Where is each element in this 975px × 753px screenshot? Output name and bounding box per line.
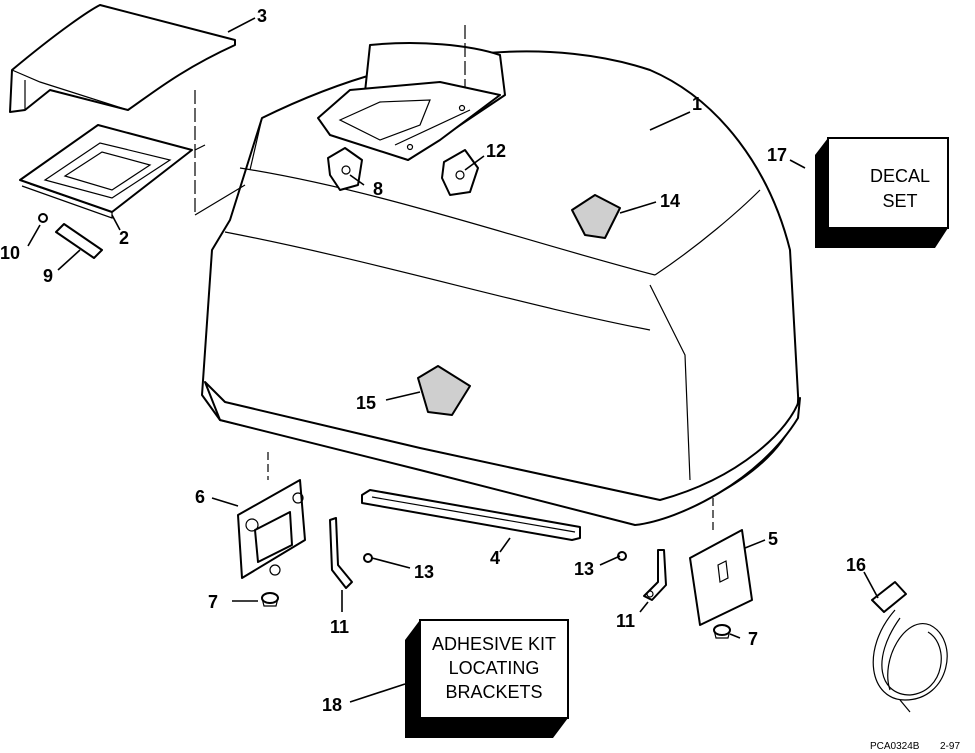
cable-part-16: [871, 581, 948, 713]
screw-part-13-left: [363, 553, 373, 563]
engine-cover: [201, 42, 801, 526]
plate-part-5: [689, 529, 753, 626]
callout-12: 12: [486, 141, 506, 161]
callout-1: 1: [692, 94, 702, 114]
grille-gasket: [19, 124, 193, 219]
seal-strip-part-4: [361, 489, 581, 541]
callout-13-right: 13: [574, 559, 594, 579]
callout-7-right: 7: [748, 629, 758, 649]
l-bracket-part-11-left: [329, 517, 353, 589]
pad-part-14: [571, 194, 621, 239]
adhesive-box-line2: LOCATING: [449, 658, 540, 678]
callout-16: 16: [846, 555, 866, 575]
pin-part-9: [55, 223, 103, 259]
callout-3: 3: [257, 6, 267, 26]
callout-10: 10: [0, 243, 20, 263]
callout-5: 5: [768, 529, 778, 549]
drawing-code: PCA0324B: [870, 741, 920, 752]
drawing-date: 2-97: [940, 741, 960, 752]
guide-lines: [27, 17, 879, 703]
callout-15: 15: [356, 393, 376, 413]
top-cover: [9, 4, 236, 113]
decal-box-line1: DECAL: [870, 166, 930, 186]
l-bracket-part-11-right: [643, 549, 667, 601]
callout-11-left: 11: [330, 617, 349, 637]
latch-part-8: [327, 147, 363, 191]
decal-box-line2: SET: [882, 191, 917, 211]
callout-2: 2: [119, 228, 129, 248]
callout-17: 17: [767, 145, 787, 165]
fitting-part-7-right: [713, 624, 731, 639]
callout-labels: 1 2 3 4 5 6 7 7 8 9 10 11 11 12 13 13 14…: [0, 6, 866, 715]
callout-7-left: 7: [208, 592, 218, 612]
callout-4: 4: [490, 548, 500, 568]
bracket-part-6: [237, 479, 306, 579]
footer-code: PCA0324B 2-97: [870, 741, 960, 752]
pad-part-15: [417, 365, 471, 416]
adhesive-kit-box: ADHESIVE KIT LOCATING BRACKETS: [405, 619, 569, 738]
callout-11-right: 11: [616, 611, 635, 631]
decal-set-box: DECAL SET: [815, 137, 949, 248]
adhesive-box-line1: ADHESIVE KIT: [432, 634, 556, 654]
latch-part-12: [441, 149, 479, 196]
fitting-part-7-left: [261, 592, 279, 607]
adhesive-box-line3: BRACKETS: [445, 682, 542, 702]
callout-6: 6: [195, 487, 205, 507]
callout-18: 18: [322, 695, 342, 715]
screw-part-13-right: [617, 551, 627, 561]
screw-part-10: [38, 213, 48, 223]
callout-14: 14: [660, 191, 680, 211]
callout-9: 9: [43, 266, 53, 286]
callout-8: 8: [373, 179, 383, 199]
callout-13-left: 13: [414, 562, 434, 582]
